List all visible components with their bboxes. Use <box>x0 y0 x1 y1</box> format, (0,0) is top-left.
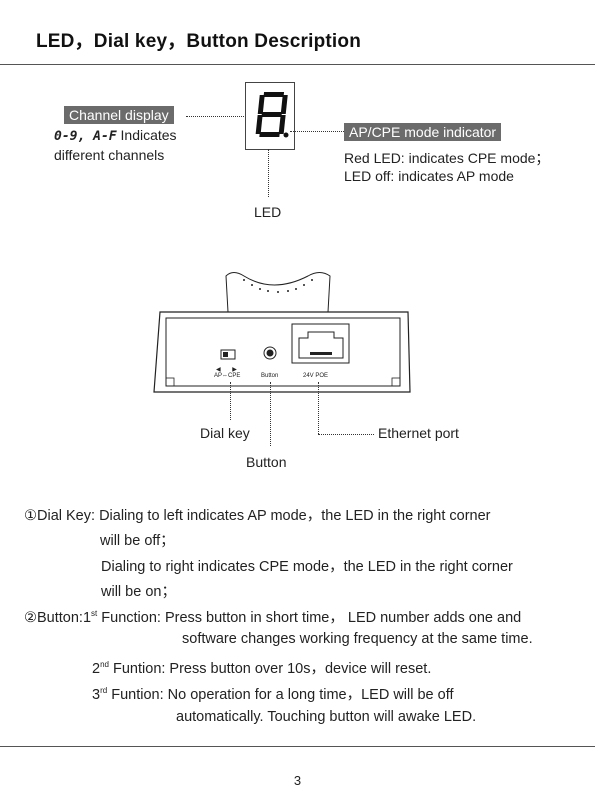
switch-label: AP⇔CPE <box>214 373 241 379</box>
mode-indicator-tag: AP/CPE mode indicator <box>344 123 502 141</box>
bottom-divider <box>0 746 595 747</box>
ethernet-leader-v <box>318 382 319 434</box>
button-heading: ②Button:1 <box>24 610 92 626</box>
sup-st: st <box>91 609 98 619</box>
button-function-3-cont: automatically. Touching button will awak… <box>176 709 477 725</box>
ethernet-leader-h <box>318 434 374 435</box>
mode-leader-line <box>290 131 344 132</box>
device-bottom-drawing <box>153 272 411 393</box>
button-f3-text: Funtion: No operation for a long time，LE… <box>107 687 454 703</box>
sup-nd: nd <box>100 660 109 670</box>
channel-display-tag: Channel display <box>64 106 174 124</box>
mode-text-1: Red LED: indicates CPE mode； <box>344 150 550 166</box>
button-small-label: Button <box>261 373 279 379</box>
seven-segment-digit-icon <box>255 92 289 138</box>
f2-prefix: 2 <box>92 661 101 677</box>
dial-key-line-3: Dialing to right indicates CPE mode，the … <box>101 559 513 575</box>
poe-label: 24V POE <box>303 373 329 379</box>
led-leader-line <box>268 149 269 197</box>
channel-leader-line <box>186 116 244 117</box>
sup-rd: rd <box>100 686 108 696</box>
channel-range: 0-9, A-F <box>54 129 117 144</box>
button-function-1: ②Button:1st Function: Press button in sh… <box>24 606 521 627</box>
dial-text-1: Dialing to left indicates AP mode，the LE… <box>99 508 491 524</box>
dial-key-line-1: ①Dial Key: Dialing to left indicates AP … <box>24 504 491 525</box>
led-label: LED <box>254 204 282 220</box>
button-f2-text: Funtion: Press button over 10s，device wi… <box>108 661 432 677</box>
dial-key-line-2: will be off； <box>100 533 175 549</box>
button-label: Button <box>246 454 287 470</box>
switch-arrows: ◀ ▶ <box>216 367 237 373</box>
dial-key-leader <box>230 382 231 420</box>
button-leader <box>270 382 271 446</box>
f3-prefix: 3 <box>92 687 101 703</box>
dial-key-label: Dial key <box>200 425 250 441</box>
ethernet-port-label: Ethernet port <box>378 425 459 441</box>
dial-key-line-4: will be on； <box>101 584 176 600</box>
button-f1-text: Function: Press button in short time， LE… <box>97 610 522 626</box>
page-number: 3 <box>293 773 302 788</box>
dial-heading: ①Dial Key: <box>24 508 96 524</box>
led-display-box <box>245 82 295 150</box>
page-title: LED，Dial key，Button Description <box>36 31 362 52</box>
button-function-3: 3rd Funtion: No operation for a long tim… <box>92 683 454 704</box>
channel-text-1: Indicates <box>120 127 177 143</box>
channel-range-text: 0-9, A-F Indicates <box>54 127 177 144</box>
button-function-1-cont: software changes working frequency at th… <box>182 631 533 647</box>
mode-text-2: LED off: indicates AP mode <box>344 168 514 184</box>
channel-text-2: different channels <box>54 147 165 163</box>
button-function-2: 2nd Funtion: Press button over 10s，devic… <box>92 657 431 678</box>
top-divider <box>0 64 595 65</box>
